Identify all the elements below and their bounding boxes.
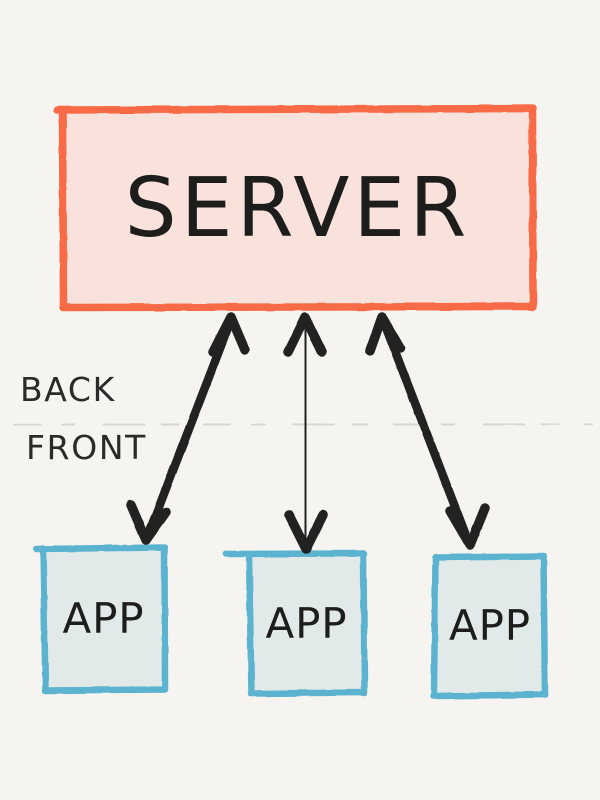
connector-server-to-app-2[interactable]: [283, 312, 328, 554]
connector-server-to-app-3[interactable]: [365, 312, 490, 550]
server-box[interactable]: [53, 104, 537, 312]
app-box-3[interactable]: [429, 553, 549, 700]
app-box-2[interactable]: [222, 550, 368, 697]
connector-server-to-app-1[interactable]: [126, 312, 250, 545]
app-box-1[interactable]: [32, 544, 169, 694]
